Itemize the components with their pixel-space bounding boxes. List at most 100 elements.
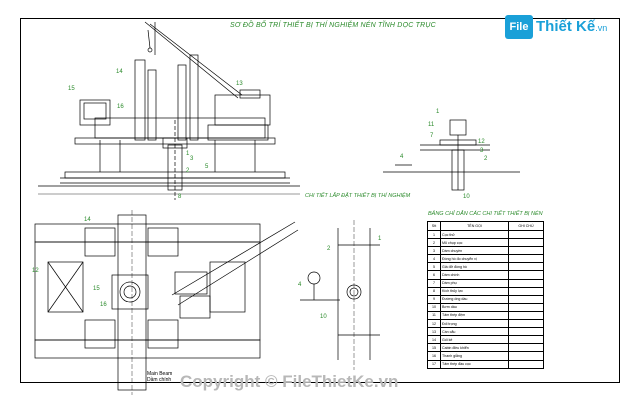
- cell-stt: 15: [427, 343, 441, 353]
- cell-note: [508, 327, 544, 337]
- cell-stt: 16: [427, 351, 441, 361]
- callout-elev-13: 13: [236, 81, 243, 87]
- callout-plan-14: 14: [84, 217, 91, 223]
- cell-stt: 11: [427, 310, 441, 321]
- cell-name: Giá đỡ đồng hồ: [440, 262, 509, 272]
- cell-name: Cần cẩu: [440, 327, 509, 337]
- cell-note: [508, 302, 544, 312]
- cell-name: Dầm chính: [440, 270, 509, 280]
- cell-name: Cabin điều khiển: [440, 343, 509, 353]
- cell-note: [508, 238, 544, 248]
- cell-name: Gối kê: [440, 335, 509, 345]
- callout-detail-2: 2: [484, 156, 488, 162]
- cell-name: Tấm thép đầu cọc: [440, 359, 509, 369]
- cell-note: [508, 262, 544, 272]
- cell-name: Đường ống dầu: [440, 294, 509, 304]
- cell-note: [508, 351, 544, 361]
- cell-name: Cọc thử: [440, 229, 509, 240]
- cell-name: Dầm chuyền: [440, 246, 509, 256]
- copyright-watermark: Copyright © FileThietKe.vn: [180, 372, 399, 391]
- callout-detail-3: 3: [480, 148, 484, 154]
- header-note: GHI CHÚ: [508, 221, 544, 231]
- callout-sec-10: 10: [320, 314, 327, 320]
- cell-name: Mũ chụp cọc: [440, 238, 509, 248]
- cell-note: [508, 286, 544, 296]
- callout-plan-12: 12: [32, 268, 39, 274]
- cell-note: [508, 294, 544, 304]
- cell-stt: 10: [427, 302, 441, 312]
- callout-elev-8: 8: [178, 194, 182, 200]
- cell-name: Dầm phụ: [440, 278, 509, 288]
- cell-note: [508, 278, 544, 288]
- cell-name: Bơm dầu: [440, 302, 509, 312]
- cell-note: [508, 254, 544, 264]
- cell-stt: 4: [427, 254, 441, 264]
- callout-detail-4: 4: [400, 154, 404, 160]
- cell-stt: 12: [427, 319, 441, 329]
- beam-note-en: Main Beam: [147, 371, 173, 377]
- logo-name: Thiết Kế.vn: [536, 18, 607, 35]
- cell-stt: 6: [427, 270, 441, 280]
- main-beam-note: Main Beam Dầm chính: [147, 371, 172, 383]
- cell-note: [508, 335, 544, 345]
- drawing-frame: [20, 18, 620, 383]
- cell-note: [508, 343, 544, 353]
- callout-plan-15: 15: [93, 286, 100, 292]
- cell-stt: 3: [427, 246, 441, 256]
- cell-note: [508, 270, 544, 280]
- callout-sec-2: 2: [327, 246, 331, 252]
- header-stt: Stt: [427, 221, 441, 231]
- header-name: TÊN GỌI: [440, 221, 509, 231]
- cell-stt: 14: [427, 335, 441, 345]
- cell-stt: 2: [427, 238, 441, 248]
- cell-name: Đối trọng: [440, 319, 509, 329]
- callout-elev-3: 3: [190, 156, 194, 162]
- logo-name-text: Thiết Kế: [536, 18, 596, 35]
- cell-stt: 17: [427, 359, 441, 369]
- callout-sec-4: 4: [298, 282, 302, 288]
- detail-title: CHI TIẾT LẮP ĐẶT THIẾT BỊ THÍ NGHIỆM: [305, 193, 411, 199]
- callout-plan-16: 16: [100, 302, 107, 308]
- cell-stt: 13: [427, 327, 441, 337]
- callout-elev-2: 2: [186, 168, 190, 174]
- callout-detail-11: 11: [428, 122, 435, 128]
- cell-note: [508, 359, 544, 369]
- callout-detail-7: 7: [430, 133, 434, 139]
- cell-stt: 1: [427, 229, 441, 240]
- site-logo[interactable]: File Thiết Kế.vn: [505, 13, 625, 41]
- cell-stt: 9: [427, 294, 441, 304]
- beam-note-vi: Dầm chính: [147, 377, 172, 383]
- table-header-row: Stt TÊN GỌI GHI CHÚ: [427, 221, 544, 231]
- callout-elev-15: 15: [68, 86, 75, 92]
- cell-stt: 5: [427, 262, 441, 272]
- callout-elev-14: 14: [116, 69, 123, 75]
- cell-stt: 8: [427, 286, 441, 296]
- callout-elev-1: 1: [186, 151, 190, 157]
- logo-badge: File: [505, 15, 533, 39]
- cell-note: [508, 310, 544, 321]
- logo-suffix: .vn: [595, 23, 608, 33]
- cell-note: [508, 229, 544, 240]
- callout-detail-10: 10: [463, 194, 470, 200]
- main-title: SƠ ĐỒ BỐ TRÍ THIẾT BỊ THÍ NGHIỆM NÉN TĨN…: [230, 22, 436, 29]
- cell-name: Kích thủy lực: [440, 286, 509, 296]
- callout-detail-1: 1: [436, 109, 440, 115]
- callout-elev-16: 16: [117, 104, 124, 110]
